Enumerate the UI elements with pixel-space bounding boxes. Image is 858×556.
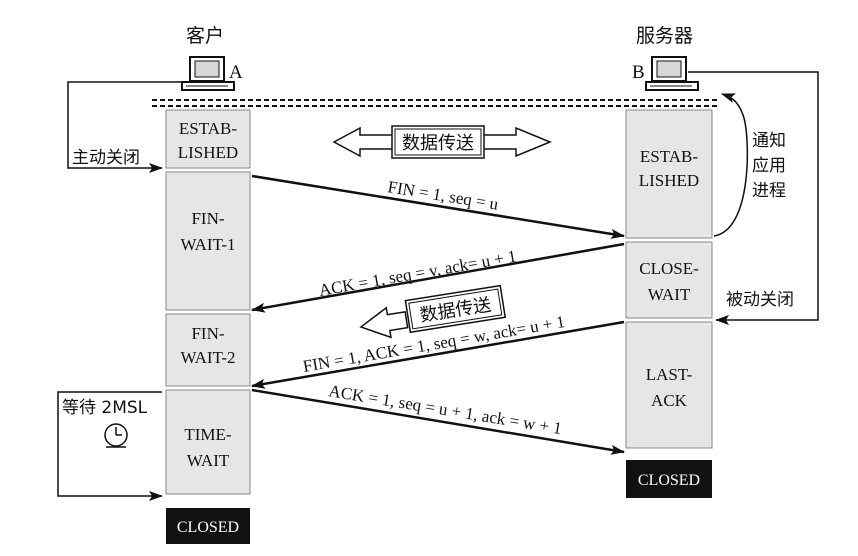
client-fin-wait-1-line1: FIN- [191,209,224,228]
client-label: 客户 [186,25,224,47]
client-fin-wait-1-line2: WAIT-1 [180,235,235,254]
clock-icon [104,423,128,448]
notify-app-connector [713,93,749,237]
message-arrow-fin-ack [251,320,625,389]
client-closed-label: CLOSED [177,519,239,536]
server-state-last-ack [625,321,713,449]
client-state-time-wait [165,389,251,495]
server-established-line2: LISHED [639,171,699,190]
message-arrow-final-ack [251,388,625,455]
data-transfer-both-arrow [332,125,552,159]
network-line [152,99,720,107]
client-established-line1: ESTAB- [179,119,237,138]
message-label-fin: FIN = 1, seq = u [386,177,500,214]
notify-app-line3: 进程 [752,181,786,201]
client-computer-icon [181,56,235,91]
notify-app-line2: 应用 [752,156,786,176]
client-state-column [165,109,251,544]
server-state-established [625,109,713,239]
client-state-fin-wait-1 [165,171,251,311]
server-close-wait-line2: WAIT [648,285,691,304]
data-transfer-one-arrow: 数据传送 [359,284,507,339]
server-id-label: B [632,62,645,83]
client-fin-wait-2-line2: WAIT-2 [180,348,235,367]
passive-close-connector [688,71,819,325]
client-state-established [165,109,251,169]
client-state-closed [166,508,250,544]
server-established-line1: ESTAB- [640,147,698,166]
passive-close-label: 被动关闭 [726,290,794,310]
active-close-label: 主动关闭 [72,148,140,168]
client-fin-wait-2-line1: FIN- [191,324,224,343]
server-state-column [625,109,713,498]
wait-2msl-connector [57,391,163,501]
wait-2msl-label: 等待 2MSL [62,398,148,418]
active-close-connector [67,81,186,173]
message-arrow-fin [251,174,625,239]
server-closed-label: CLOSED [638,472,700,489]
server-close-wait-line1: CLOSE- [639,259,699,278]
server-state-closed [626,460,712,498]
client-time-wait-line2: WAIT [187,451,230,470]
client-established-line2: LISHED [178,143,238,162]
server-label: 服务器 [636,25,693,47]
server-state-close-wait [625,241,713,319]
server-last-ack-line2: ACK [651,391,688,410]
client-state-fin-wait-2 [165,313,251,387]
message-arrow-ack [251,242,625,313]
server-last-ack-line1: LAST- [646,365,693,384]
server-computer-icon [645,56,699,91]
client-time-wait-line1: TIME- [184,425,232,444]
notify-app-line1: 通知 [752,131,786,151]
data-transfer-both-label: 数据传送 [402,133,474,154]
client-id-label: A [229,62,243,83]
